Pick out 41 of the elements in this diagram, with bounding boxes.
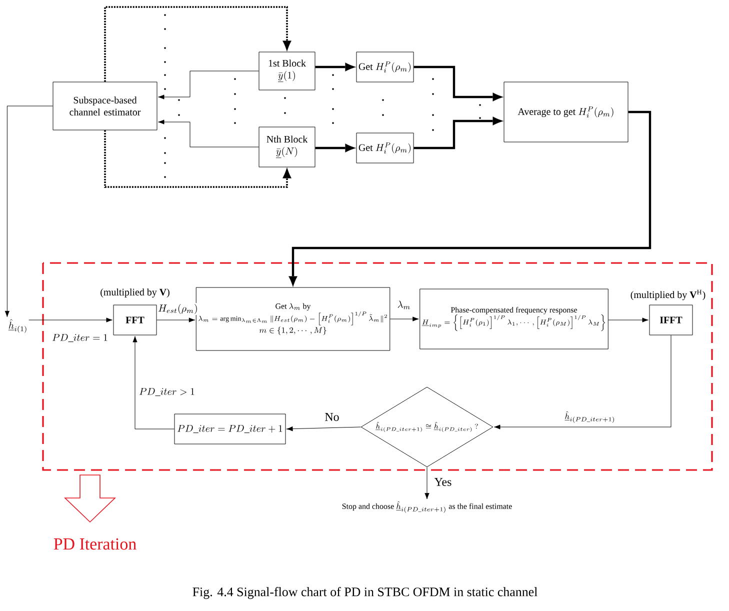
edge-label: $PD\_iter=1$	[51, 332, 109, 344]
process-box: $\text{Average to get }H_i^P(\rho_m)$	[504, 82, 628, 142]
edge-label: $\hat{\underline{h}}_{i(PD\_iter+1)}$	[564, 410, 616, 424]
signal-label: $\hat{\underline{h}}_{i(1)}$	[8, 319, 26, 333]
process-box: $\text{Get }H_i^P(\rho_m)$	[356, 132, 414, 164]
arrow	[494, 335, 672, 430]
arrow	[315, 62, 356, 72]
edge-label: No	[324, 412, 340, 422]
edge-label: Yes	[433, 477, 453, 487]
process-box: Subspace-based channel estimator	[52, 82, 158, 130]
arrow	[104, 130, 292, 188]
note-text: (multiplied by V)	[100, 288, 170, 298]
caption: Fig. 4.4 Signal-flow chart of PD in STBC OFDM in static channel	[192, 587, 538, 599]
process-box: FFT	[113, 304, 157, 336]
arrow	[608, 318, 648, 322]
region-title: PD Iteration	[54, 538, 136, 550]
arrow	[286, 426, 361, 432]
edge-label: $H_{est}(\rho_m)$	[157, 303, 199, 315]
edge-label: $PD\_iter>1$	[138, 386, 196, 398]
arrow	[4, 106, 53, 318]
arrow	[156, 318, 196, 322]
block-box: Nth Block $\bar{\underline{y}}(N)$	[258, 126, 316, 168]
arrow	[424, 467, 430, 500]
arrow	[414, 66, 504, 102]
process-box: $PD\_iter=PD\_iter+1$	[174, 414, 286, 444]
block-box: 1st Block $\bar{\underline{y}}(1)$	[258, 52, 316, 90]
arrow	[104, 6, 292, 82]
edge-label: $\lambda_m$	[396, 300, 412, 310]
result-text: $\text{Stop and choose }\hat{\underline{h}}_{i(PD\_iter+1)}\text{ as the final estimate}$	[342, 501, 512, 513]
note-text: (multiplied by V$^{H}$)	[630, 290, 706, 300]
arrow	[315, 144, 356, 152]
process-box: IFFT	[649, 304, 693, 336]
process-box: $\text{Get }\lambda_m\text{ by}$ $\lambda_m=\arg\min_{\lambda_m\in\Lambda_m}\|H_{est}(\rho_m)-\left[H_i^P(\rho_m)\right]^{1/P}\tilde{\lambda}_m\|^2$ $m\in\left\{1,2,\cdots,M\right\}$	[196, 287, 390, 351]
arrow	[158, 70, 259, 100]
arrow	[288, 110, 652, 288]
arrow	[28, 318, 112, 322]
arrow	[414, 116, 504, 150]
arrow	[132, 336, 174, 430]
arrow	[390, 316, 419, 322]
arrow	[158, 120, 259, 148]
process-box: $\text{Get }H_i^P(\rho_m)$	[356, 52, 414, 82]
